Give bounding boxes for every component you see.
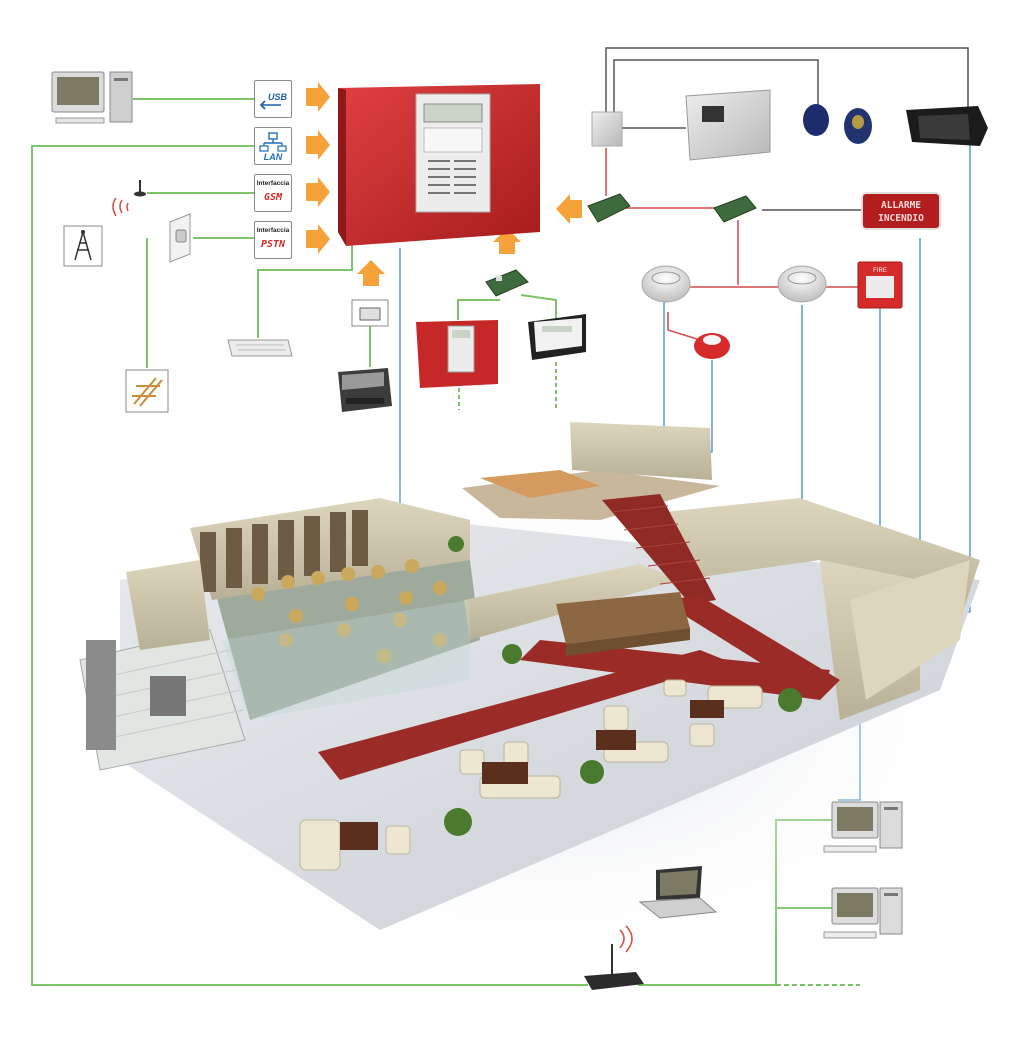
usb-label: USB: [267, 92, 287, 102]
desktop-computer-icon: [823, 801, 903, 853]
lan-label: LAN: [263, 152, 283, 162]
siren-icon: [803, 104, 872, 144]
distribution-frame-icon: [125, 369, 169, 413]
arrow-left-icon: [556, 194, 582, 224]
gsm-interface-caption: Interfaccia: [256, 180, 290, 187]
small-printer-icon: [351, 299, 389, 327]
keyboard-icon: [227, 339, 293, 357]
alarm-sign-icon: ALLARME INCENDIO: [861, 192, 941, 230]
radio-tower-icon: [63, 225, 103, 267]
arrow-right-icon: [306, 82, 330, 112]
red-links: [605, 148, 878, 341]
arrow-up-icon: [493, 228, 521, 254]
repeater-panel-icon: [416, 320, 498, 388]
alarm-sign-line1: ALLARME: [881, 200, 921, 211]
fire-alarm-panel-icon: [338, 84, 540, 246]
network-icon: [259, 132, 287, 152]
arrow-right-icon: [306, 130, 330, 160]
telephone-socket-icon: [169, 213, 191, 263]
usb-icon: [259, 100, 281, 110]
antenna-icon: [112, 180, 146, 217]
desktop-computer-icon: [823, 887, 903, 939]
loop-module-icon: [713, 195, 757, 223]
gsm-interface-box: Interfaccia GSM: [254, 174, 292, 212]
smoke-detector-icon: [641, 265, 691, 303]
arrows: [306, 82, 582, 286]
pstn-interface-box: Interfaccia PSTN: [254, 221, 292, 259]
laptop-icon: [638, 866, 718, 919]
router-icon: [584, 925, 644, 990]
usb-interface-box: USB: [254, 80, 292, 118]
lan-interface-box: LAN: [254, 127, 292, 165]
loop-module-icon: [587, 193, 631, 223]
gsm-label: GSM: [263, 192, 283, 203]
arrow-right-icon: [306, 177, 330, 207]
dark-links: [605, 47, 969, 211]
arrow-right-icon: [306, 224, 330, 254]
speaker-icon: [906, 106, 988, 146]
junction-box-icon: [591, 111, 623, 147]
pstn-label: PSTN: [260, 239, 286, 250]
display-panel-icon: [528, 314, 586, 360]
call-point-icon: FIRE: [857, 261, 903, 309]
call-point-label: FIRE: [873, 268, 887, 274]
printer-icon: [338, 368, 392, 412]
desktop-computer-icon: [51, 71, 133, 124]
smoke-detector-icon: [777, 265, 827, 303]
interface-module-icon: [485, 269, 529, 297]
power-supply-icon: [685, 89, 771, 161]
arrow-up-icon: [357, 260, 385, 286]
sounder-icon: [694, 333, 730, 359]
alarm-sign-line2: INCENDIO: [878, 213, 924, 224]
pstn-interface-caption: Interfaccia: [256, 227, 290, 234]
building-illustration: [70, 422, 1010, 980]
